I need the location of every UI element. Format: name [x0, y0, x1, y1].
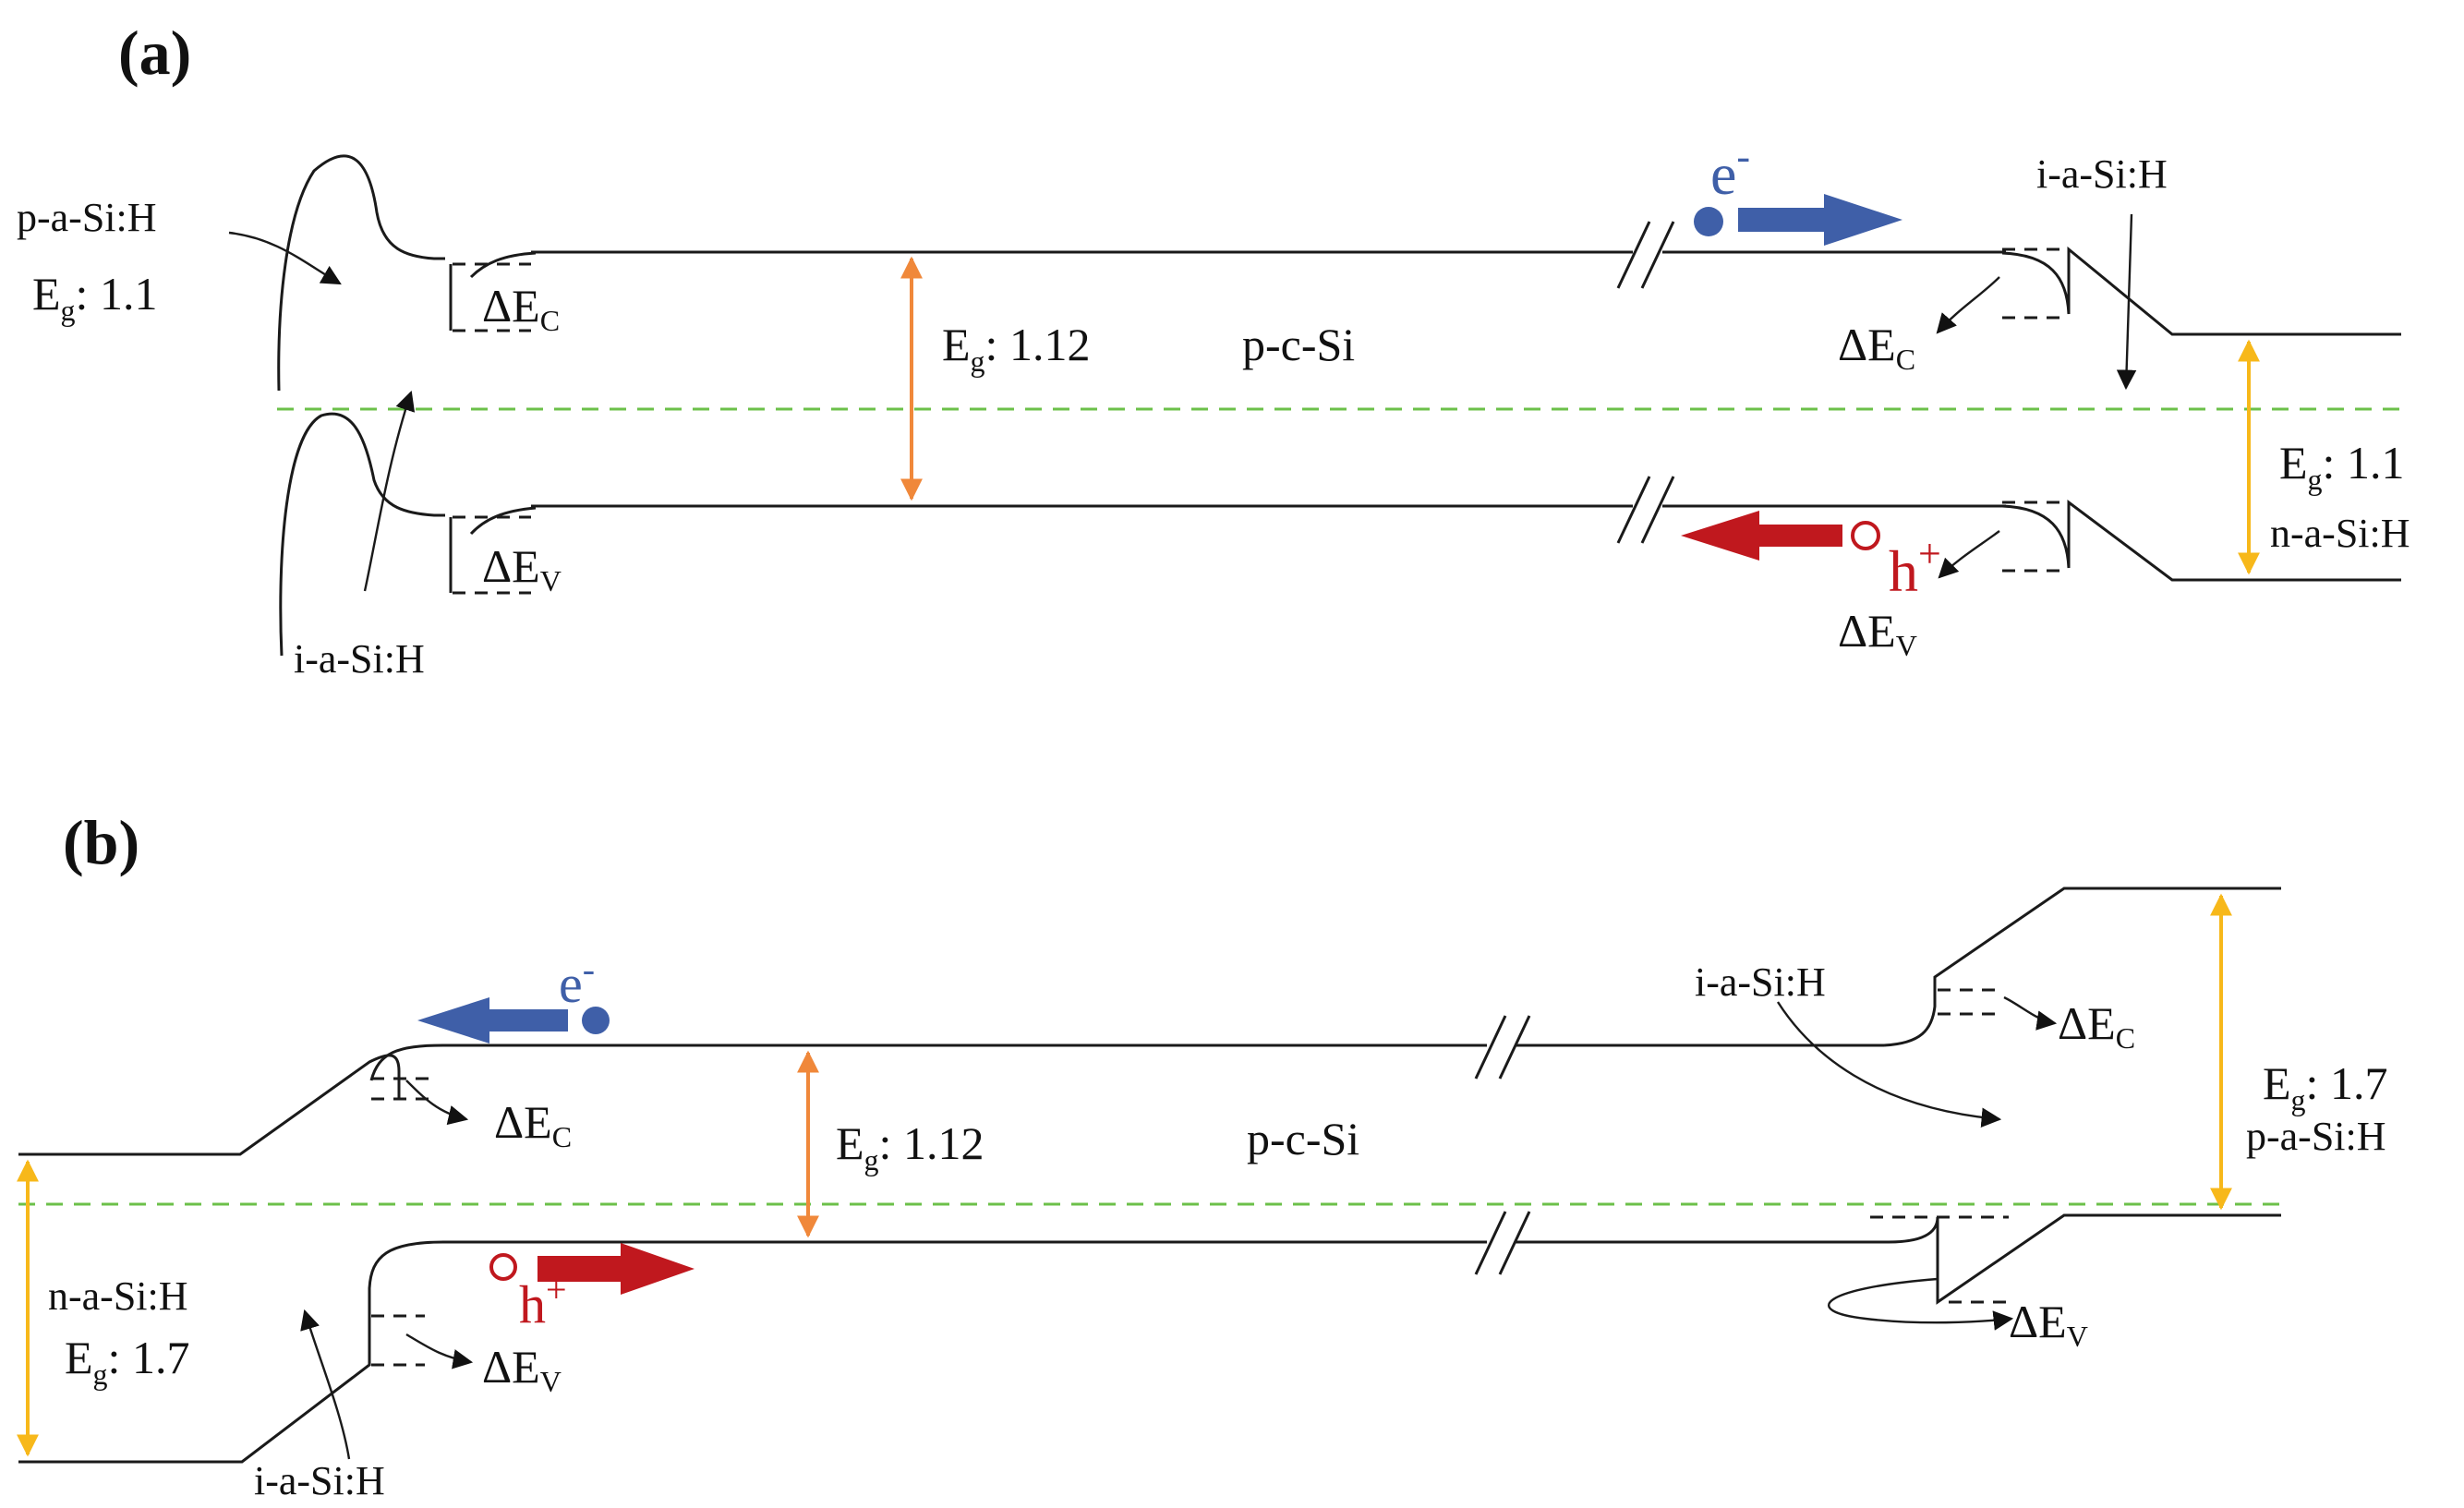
- dEc-right-pointer-arrow-a: [1936, 276, 2000, 334]
- arrow-right-icon: [1738, 194, 1902, 246]
- left-dEc-label-b: ΔEC: [494, 1096, 572, 1153]
- left-intrinsic-label-a: i-a-Si:H: [294, 636, 425, 682]
- right-doped-label-a: n-a-Si:H: [2270, 511, 2410, 556]
- p-layer-pointer-arrow-a: [228, 231, 342, 285]
- left-doped-label-b: n-a-Si:H: [48, 1273, 188, 1319]
- electron-label-a: e-: [1710, 134, 1750, 207]
- arrow-left-icon: [1681, 511, 1842, 561]
- hole-label-b: h+: [519, 1269, 567, 1334]
- right-dEv-label-b: ΔEV: [2009, 1296, 2088, 1353]
- dEv-left-pointer-arrow-b: [405, 1333, 474, 1369]
- arrow-right-icon: [537, 1243, 695, 1295]
- right-cb-a: [2001, 246, 2401, 336]
- panel-b-label: (b): [63, 807, 139, 877]
- dEv-left-curve-a: [469, 506, 537, 536]
- right-dEc-label-b: ΔEC: [2058, 997, 2135, 1055]
- i-layer-pointer-arrow-a: [363, 390, 416, 592]
- i-layer-pointer-arrow-b: [300, 1309, 351, 1460]
- left-intrinsic-label-b: i-a-Si:H: [254, 1458, 385, 1503]
- right-intrinsic-label-a: i-a-Si:H: [2036, 151, 2168, 197]
- hole-circle-icon: [489, 1253, 517, 1281]
- right-vb-b: [1888, 1213, 2281, 1305]
- bulk-gap-label-b: Eg: 1.12: [836, 1117, 984, 1176]
- left-dEc-label-a: ΔEC: [482, 280, 560, 337]
- dEv-right-pointer-arrow-b: [1827, 1277, 2014, 1331]
- bulk-gap-label-a: Eg: 1.12: [942, 319, 1090, 378]
- dEc-right-pointer-arrow-b: [2003, 995, 2058, 1031]
- bulk-label-a: p-c-Si: [1242, 319, 1355, 370]
- left-cb-barrier-a: [277, 154, 445, 392]
- right-doped-gap-a: Eg: 1.1: [2279, 437, 2404, 496]
- electron-dot-icon: [1694, 207, 1723, 236]
- electron-dot-icon: [582, 1007, 610, 1034]
- left-cb-curve-b: [369, 1044, 444, 1081]
- panel-a-label: (a): [118, 18, 191, 88]
- hole-circle-icon: [1851, 521, 1880, 550]
- panel-b: (b): [17, 807, 2387, 1503]
- arrow-left-icon: [417, 997, 568, 1044]
- i-layer-right-pointer-arrow-a: [2116, 213, 2137, 391]
- right-intrinsic-label-b: i-a-Si:H: [1695, 959, 1826, 1005]
- left-doped-gap-a: Eg: 1.1: [32, 268, 157, 327]
- left-vb-barrier-a: [279, 412, 445, 657]
- i-layer-right-pointer-arrow-b: [1776, 1001, 2002, 1128]
- right-dEv-label-a: ΔEV: [1838, 605, 1917, 662]
- right-cb-b: [1883, 887, 2281, 1047]
- left-vb-b: [18, 1240, 444, 1464]
- dEv-right-pointer-arrow-a: [1938, 530, 2000, 579]
- left-dEv-label-b: ΔEV: [482, 1341, 562, 1398]
- right-doped-gap-b: Eg: 1.7: [2263, 1057, 2387, 1116]
- electron-label-b: e-: [559, 948, 595, 1014]
- right-doped-label-b: p-a-Si:H: [2246, 1114, 2386, 1159]
- dEc-left-pointer-arrow-b: [405, 1080, 469, 1126]
- left-doped-label-a: p-a-Si:H: [17, 195, 157, 240]
- right-dEc-label-a: ΔEC: [1838, 319, 1915, 376]
- left-cb-b: [18, 1054, 401, 1156]
- axis-break-icon: [1474, 1015, 1531, 1275]
- panel-a: (a): [17, 18, 2410, 682]
- left-doped-gap-b: Eg: 1.7: [65, 1332, 189, 1391]
- bulk-label-b: p-c-Si: [1247, 1113, 1359, 1164]
- axis-break-icon: [1616, 221, 1675, 544]
- left-dEv-label-a: ΔEV: [482, 540, 562, 597]
- dEc-left-curve-a: [469, 251, 537, 279]
- right-vb-a: [2001, 500, 2401, 582]
- hole-label-a: h+: [1889, 531, 1941, 604]
